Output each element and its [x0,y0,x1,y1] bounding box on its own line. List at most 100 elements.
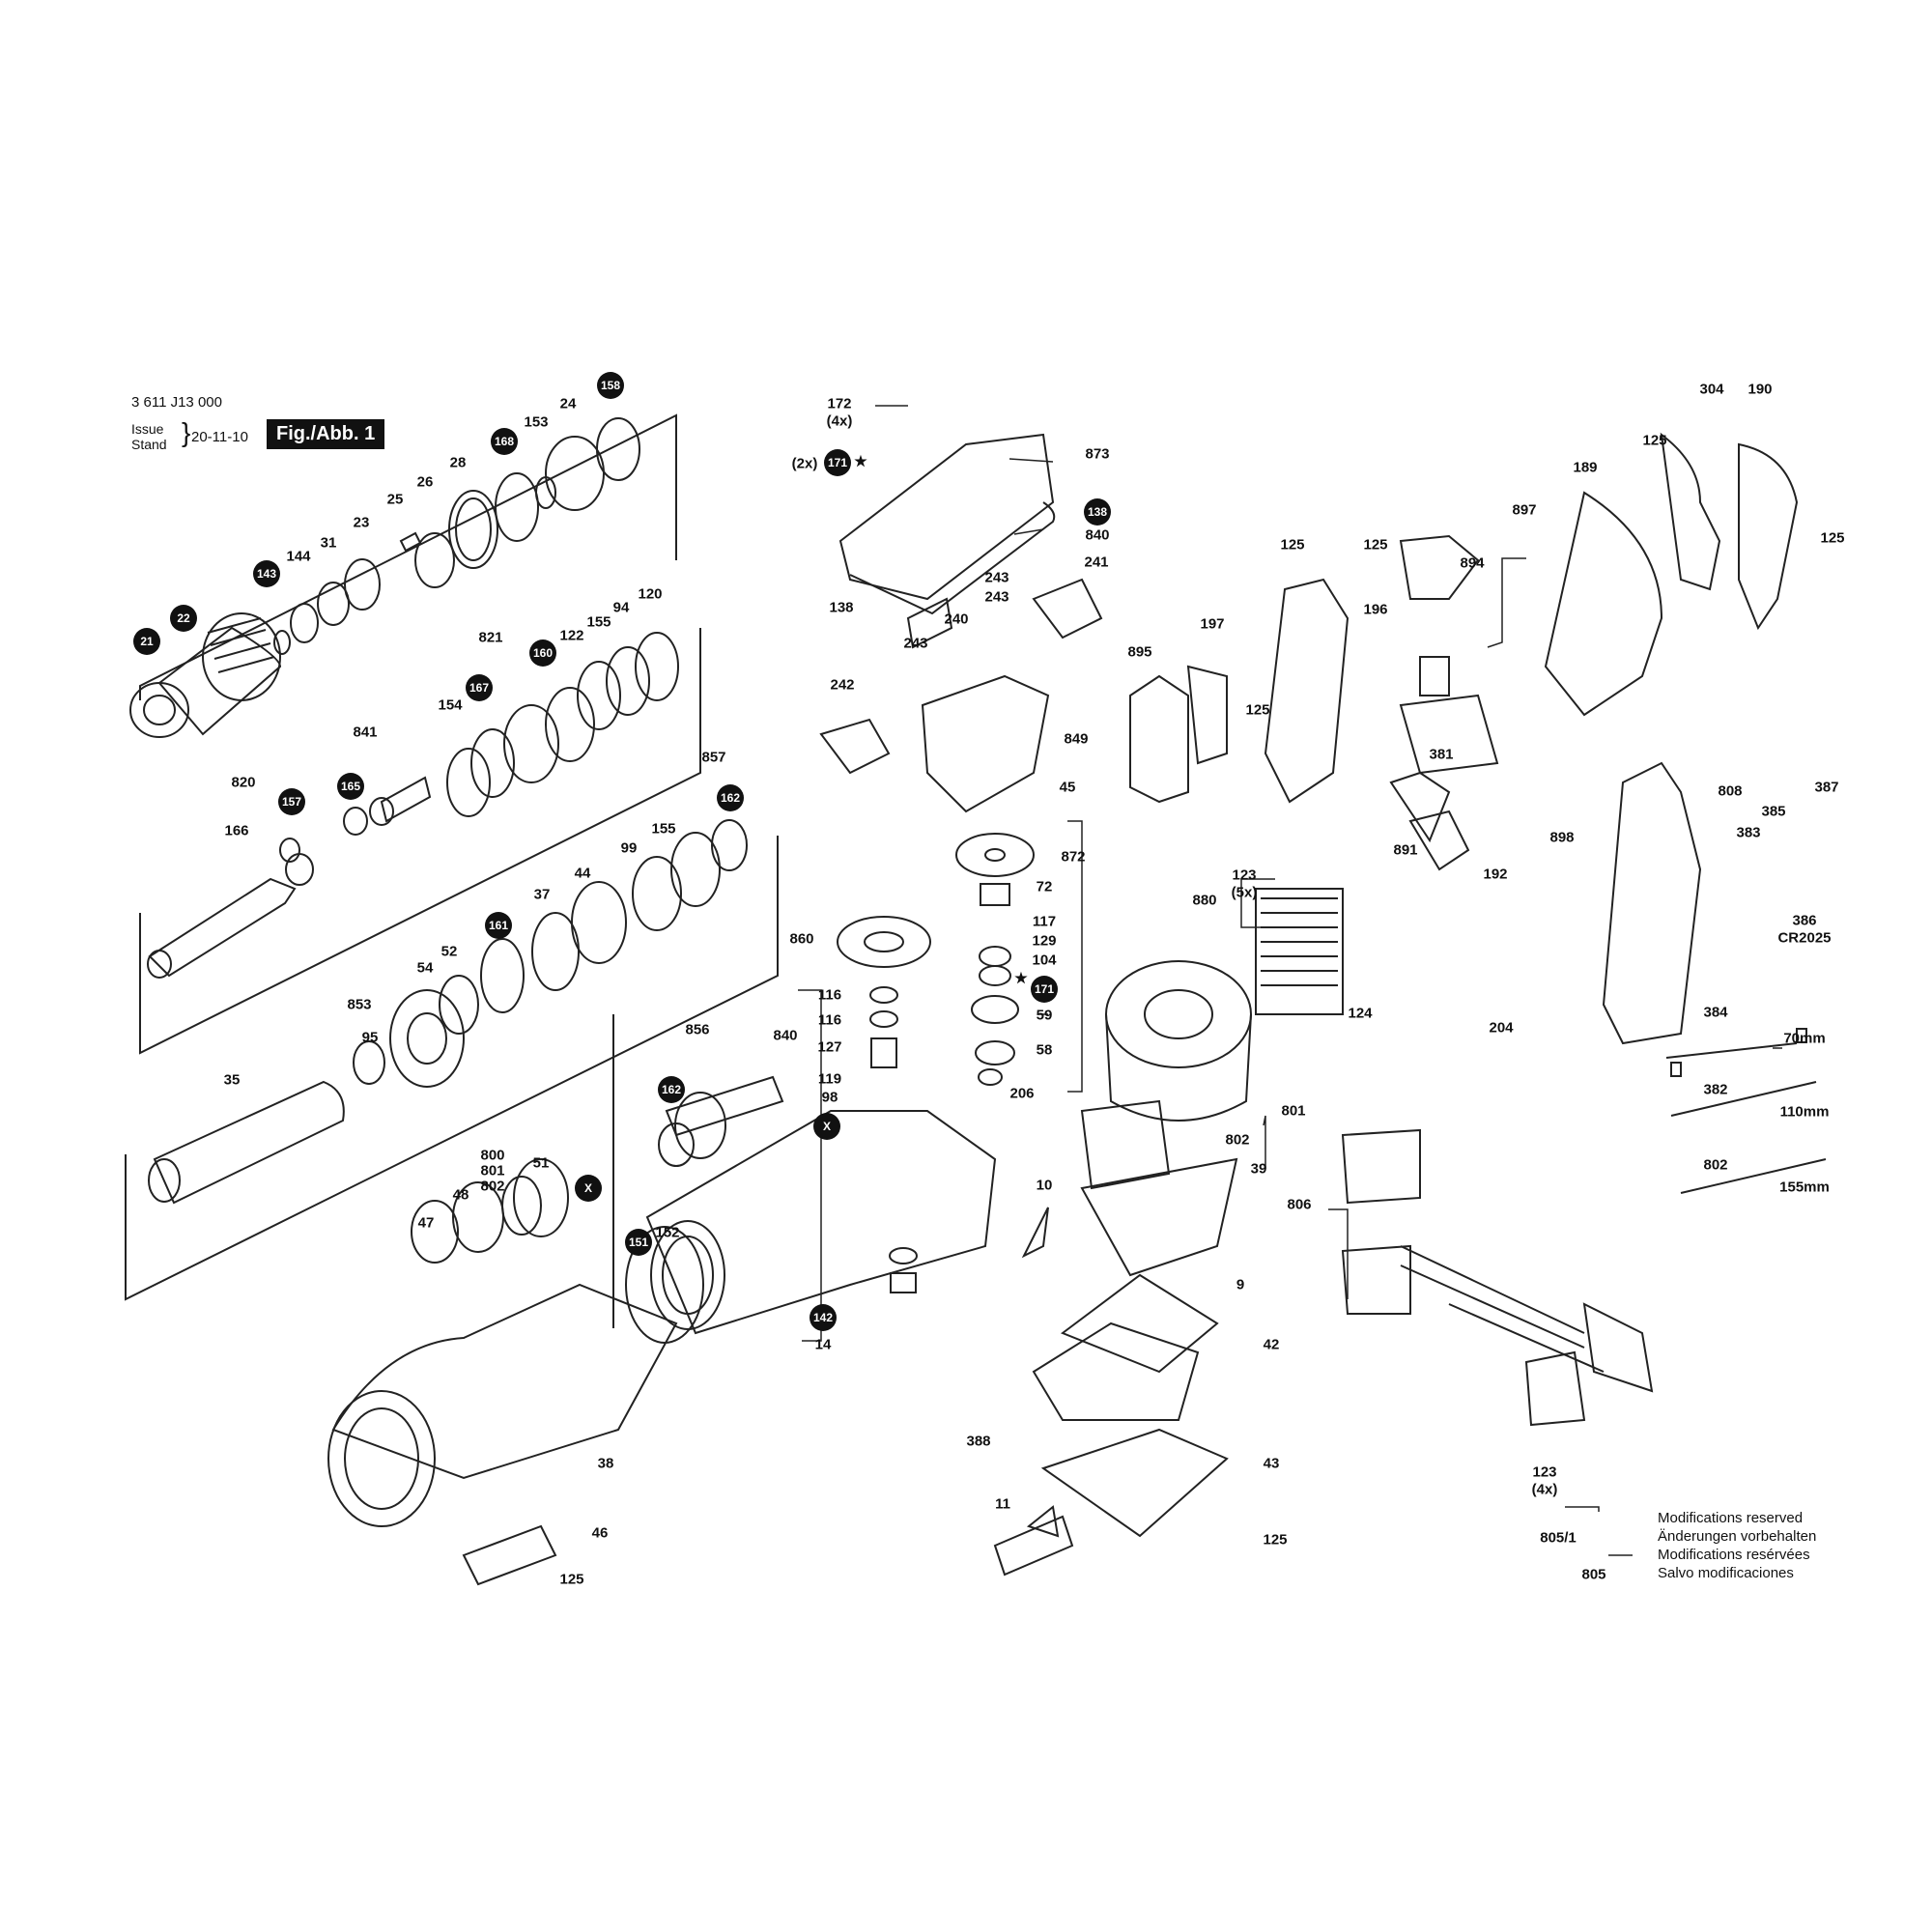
part-label: 155 [651,820,676,838]
gear-housing [625,1075,997,1344]
part-label: 125 [1820,529,1845,547]
handle-assembly [1129,432,1799,1045]
part-label: 94 [612,599,630,616]
part-label-circled: 21 [133,628,160,655]
part-label-circled: 22 [170,605,197,632]
part-label: 26 [416,473,434,491]
part-label: 897 [1512,501,1537,519]
part-label: 127 [817,1038,842,1056]
modifications-line: Salvo modificaciones [1658,1565,1794,1581]
modifications-line: Modifications reserved [1658,1510,1804,1526]
part-label: 120 [638,585,663,603]
hammer-tube-assembly [148,819,748,1264]
part-label: 155 [586,613,611,631]
part-label: 820 [231,774,256,791]
part-label: 243 [984,588,1009,606]
part-label: 172 [827,395,852,412]
group-frame-3 [125,836,779,1301]
part-label: 895 [1127,643,1152,661]
part-label-circled: 162 [658,1076,685,1103]
front-cover [327,1283,678,1586]
part-label: 808 [1718,782,1743,800]
x-marker: X [813,1113,840,1140]
stand-label: Stand [131,437,167,452]
electronics [1341,1028,1827,1427]
part-label: 123 [1532,1463,1557,1481]
part-label: (2x) [791,455,818,472]
part-label: 138 [829,599,854,616]
part-label: 153 [524,413,549,431]
part-label-circled: 138 [1084,498,1111,526]
issue-date: 20-11-10 [191,429,248,445]
part-label: 840 [773,1027,798,1044]
part-label: 116 [817,986,842,1004]
modifications-line: Änderungen vorbehalten [1658,1528,1817,1545]
part-label-circled: 151 [625,1229,652,1256]
part-label: 39 [1250,1160,1267,1178]
part-label: 14 [814,1336,832,1353]
group-frame-1 [139,413,677,700]
part-label: 119 [817,1070,842,1088]
part-label: 125 [1280,536,1305,554]
part-label: 46 [591,1524,609,1542]
modifications-note: Modifications reserved Änderungen vorbeh… [1658,1509,1816,1582]
part-label: 382 [1703,1081,1728,1098]
part-label: 38 [597,1455,614,1472]
part-label: 384 [1703,1004,1728,1021]
part-label: 125 [1642,432,1667,449]
part-label: 802 [1225,1131,1250,1149]
part-label: (5x) [1231,884,1258,901]
part-label: 856 [685,1021,710,1038]
part-label: 381 [1429,746,1454,763]
part-label: 821 [478,629,503,646]
part-label: 242 [830,676,855,694]
part-label: 125 [1263,1531,1288,1548]
part-label: 154 [438,696,463,714]
motor-housing [993,1099,1238,1577]
part-label: 31 [320,534,337,552]
part-label: 44 [574,865,591,882]
part-label-circled: 160 [529,639,556,667]
part-label: 801 [1281,1102,1306,1120]
x-marker: X [575,1175,602,1202]
part-label: CR2025 [1777,929,1832,947]
part-label: 125 [1363,536,1388,554]
part-label: 123 [1232,867,1257,884]
part-label: 155mm [1779,1179,1830,1196]
part-label: 166 [224,822,249,839]
part-label: 241 [1084,554,1109,571]
part-label: 23 [353,514,370,531]
part-label: 99 [620,839,638,857]
tool-holder-assembly [147,632,679,979]
part-label: 11 [995,1495,1010,1513]
part-label: 10 [1036,1177,1053,1194]
part-label: 806 [1287,1196,1312,1213]
part-label: (4x) [826,412,853,430]
part-label: 841 [353,724,378,741]
issue-stand-label: Issue Stand [131,421,167,452]
part-label: 125 [1245,701,1270,719]
part-label: 304 [1699,381,1724,398]
part-label: 116 [817,1011,842,1029]
part-label-circled: 168 [491,428,518,455]
part-label-circled: 161 [485,912,512,939]
part-label: 385 [1761,803,1786,820]
part-label: 70mm [1783,1030,1826,1047]
part-label: 387 [1814,779,1839,796]
part-label: 802 [480,1178,505,1195]
part-label: 805 [1581,1566,1606,1583]
top-cover [819,433,1103,813]
part-label-circled: 167 [466,674,493,701]
part-label: 43 [1263,1455,1280,1472]
star-marker: ★ [1014,970,1028,987]
part-label: 95 [361,1029,379,1046]
part-label: 840 [1085,526,1110,544]
part-label: 45 [1059,779,1076,796]
part-label: 802 [1703,1156,1728,1174]
part-label: 197 [1200,615,1225,633]
part-label: 849 [1064,730,1089,748]
part-label: 853 [347,996,372,1013]
part-label: 240 [944,611,969,628]
part-label: 51 [532,1154,550,1172]
